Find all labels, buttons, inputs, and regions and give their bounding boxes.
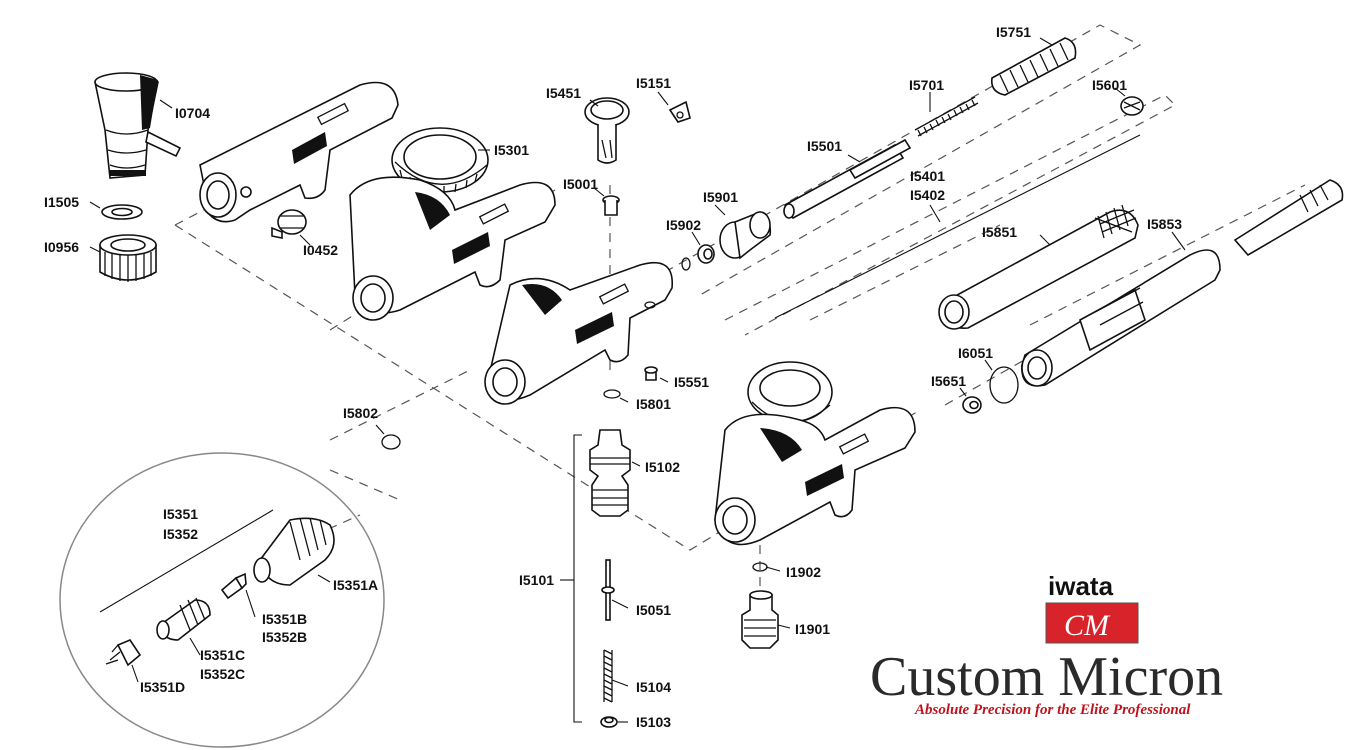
label-i5501: I5501 <box>807 138 842 154</box>
cup-washer-i1505 <box>101 204 143 220</box>
label-i5351c: I5351C <box>200 647 245 663</box>
valve-spring-i5104 <box>603 649 613 703</box>
needle-packing-i5902-nut <box>697 244 715 264</box>
label-i5802: I5802 <box>343 405 378 421</box>
logo-monogram: CM <box>1064 609 1111 642</box>
nozzle-cap-i5351a <box>253 517 335 586</box>
label-i5451: I5451 <box>546 85 581 101</box>
valve-bracket <box>573 434 582 723</box>
label-i5402: I5402 <box>910 187 945 203</box>
needle-chucking-nut-i5601 <box>1120 96 1144 116</box>
logo-tagline: Absolute Precision for the Elite Profess… <box>914 702 1191 718</box>
oring-i5902 <box>681 257 691 271</box>
airbrush-body-gravity-2 <box>484 261 673 405</box>
side-plug-i0452 <box>271 209 307 239</box>
logo-monogram-badge <box>1045 602 1139 644</box>
oring-i5801 <box>603 389 621 399</box>
label-i5103: I5103 <box>636 714 671 730</box>
label-i0452: I0452 <box>303 242 338 258</box>
label-i5352c: I5352C <box>200 666 245 682</box>
label-i5751: I5751 <box>996 24 1031 40</box>
oring-i6051 <box>989 366 1019 404</box>
trigger-i5451 <box>584 97 630 164</box>
label-i5101: I5101 <box>519 572 554 588</box>
cutaway-handle-i5853 <box>1021 179 1344 387</box>
label-i5001: I5001 <box>563 176 598 192</box>
handle-knurl <box>1097 204 1137 239</box>
label-i5352: I5352 <box>163 526 198 542</box>
label-i5901: I5901 <box>703 189 738 205</box>
label-i1902: I1902 <box>786 564 821 580</box>
needle-guide-i5901 <box>719 211 772 260</box>
valve-guide-i5551 <box>644 366 658 381</box>
label-i5351a: I5351A <box>333 577 378 593</box>
spring-i5701 <box>914 96 979 137</box>
label-i5851: I5851 <box>982 224 1017 240</box>
cup-nut-i0956 <box>99 234 157 282</box>
label-i5351d: I5351D <box>140 679 185 695</box>
airbrush-body-side-feed <box>199 81 399 223</box>
label-i5601: I5601 <box>1092 77 1127 93</box>
spring-guide-i5751 <box>990 37 1077 96</box>
custom-micron-logo: iwata CM Custom Micron Absolute Precisio… <box>870 571 1223 718</box>
screw-i5651 <box>962 396 982 414</box>
airbrush-body-gravity-3 <box>714 361 916 546</box>
label-i5102: I5102 <box>645 459 680 475</box>
label-i5351b: I5351B <box>262 611 307 627</box>
valve-nut-i5103 <box>600 716 618 728</box>
air-valve-body-i5102 <box>589 429 631 517</box>
label-i5651: I5651 <box>931 373 966 389</box>
label-i5853: I5853 <box>1147 216 1182 232</box>
label-i5401: I5401 <box>910 168 945 184</box>
label-i5301: I5301 <box>494 142 529 158</box>
oring-i5802 <box>381 434 401 450</box>
label-i5551: I5551 <box>674 374 709 390</box>
nozzle-i5351b <box>220 572 247 600</box>
logo-name: Custom Micron <box>870 646 1223 708</box>
color-cup-i0704 <box>94 72 182 179</box>
leader-lines <box>89 37 1186 723</box>
nozzle-detail-inset <box>59 452 385 748</box>
label-i5352b: I5352B <box>262 629 307 645</box>
trigger-adapter-i5151 <box>668 100 691 123</box>
label-i0704: I0704 <box>175 105 210 121</box>
air-valve-i1901 <box>741 590 779 649</box>
logo-brand: iwata <box>1048 571 1114 601</box>
label-i5151: I5151 <box>636 75 671 91</box>
label-i5902: I5902 <box>666 217 701 233</box>
label-i1901: I1901 <box>795 621 830 637</box>
label-i6051: I6051 <box>958 345 993 361</box>
valve-screw-i5001 <box>602 195 620 216</box>
label-i5701: I5701 <box>909 77 944 93</box>
cup-lid-i5301 <box>391 127 489 194</box>
label-i5104: I5104 <box>636 679 671 695</box>
label-i5351: I5351 <box>163 506 198 522</box>
airbrush-body-gravity-1 <box>349 176 556 321</box>
needle-i5401-i5402 <box>774 134 1141 319</box>
nozzle-body-i5351c <box>156 597 211 641</box>
label-i5801: I5801 <box>636 396 671 412</box>
valve-stem-i5051 <box>601 559 615 621</box>
needle-chucking-guide-i5501 <box>783 138 912 220</box>
part-labels: I0704 I1505 I0956 I0452 I5301 I5451 I515… <box>44 24 1182 730</box>
handle-i5851 <box>938 204 1139 330</box>
label-i5051: I5051 <box>636 602 671 618</box>
label-i1505: I1505 <box>44 194 79 210</box>
crown-cap-i5351d <box>105 639 142 667</box>
label-i0956: I0956 <box>44 239 79 255</box>
